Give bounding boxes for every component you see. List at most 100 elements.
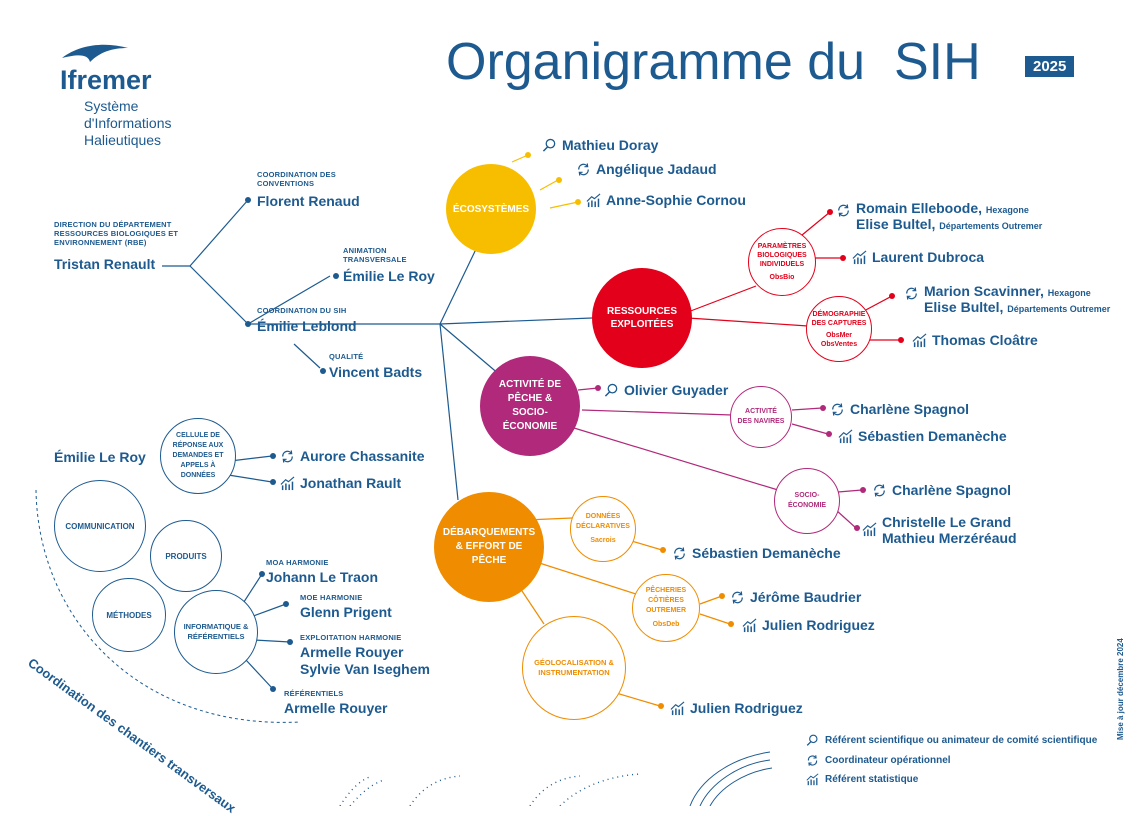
node-dot [840, 255, 846, 261]
bar-chart-icon [280, 476, 295, 491]
circle-label: Géolocalisation & instrumentation [534, 658, 614, 677]
person-name: Sébastien Demanèche [692, 545, 841, 561]
circle-produits: Produits [150, 520, 222, 592]
person-name: Jonathan Rault [300, 475, 402, 491]
node-dot [827, 209, 833, 215]
circle-ecosystemes: Écosystèmes [446, 164, 536, 254]
person-cornou: Anne-Sophie Cornou [586, 192, 746, 208]
moe-role: MOE Harmonie [300, 593, 363, 602]
legend-statistical: Référent statistique [806, 773, 918, 786]
person-scavinner: Marion Scavinner, Hexagone Elise Bultel,… [904, 283, 1110, 315]
qualite-name: Vincent Badts [329, 364, 423, 380]
circle-label: Activité des navires [737, 408, 785, 425]
legend-label: Coordinateur opérationnel [825, 755, 951, 766]
org-name: Système d'Informations Halieutiques [60, 98, 172, 149]
bar-chart-icon [806, 773, 819, 786]
circle-label: Activité de pêche & socio-économie [498, 379, 562, 432]
circle-label: Méthodes [106, 610, 152, 620]
node-dot [245, 197, 251, 203]
person-demaneche-1: Sébastien Demanèche [838, 428, 1007, 444]
node-dot [898, 337, 904, 343]
bar-chart-icon [742, 618, 757, 633]
legend-label: Référent scientifique ou animateur de co… [825, 735, 1098, 746]
circle-parametres: Paramètres biologiques individuels ObsBi… [748, 228, 816, 296]
circle-sublabel: ObsMer [825, 331, 853, 339]
bar-chart-icon [912, 333, 927, 348]
person-name: Aurore Chassanite [300, 448, 425, 464]
cycle-arrows-icon [280, 449, 295, 464]
person-name: Laurent Dubroca [872, 249, 985, 265]
person-elleboode: Romain Elleboode, Hexagone Elise Bultel,… [836, 200, 1042, 232]
exploit-name: Sylvie Van Iseghem [300, 661, 430, 677]
node-dot [525, 152, 531, 158]
circle-sublabel: ObsBio [769, 274, 795, 281]
circle-label: Cellule de réponse aux demandes et appel… [172, 432, 224, 479]
circle-debarquements: Débarquements & effort de pêche [434, 492, 544, 602]
legend-label: Référent statistique [825, 774, 919, 785]
cycle-arrows-icon [872, 483, 887, 498]
node-dot [259, 571, 265, 577]
person-spagnol-2: Charlène Spagnol [872, 482, 1011, 498]
circle-geoloc: Géolocalisation & instrumentation [522, 616, 626, 720]
person-jadaud: Angélique Jadaud [576, 161, 717, 177]
cycle-arrows-icon [730, 590, 745, 605]
legend-scientific: Référent scientifique ou animateur de co… [806, 734, 1097, 747]
person-name: Julien Rodriguez [762, 617, 875, 633]
node-dot [245, 321, 251, 327]
person-demaneche-2: Sébastien Demanèche [672, 545, 841, 561]
node-dot [270, 686, 276, 692]
org-line: Système [84, 98, 139, 114]
circle-socio: Socio-économie [774, 468, 840, 534]
cycle-arrows-icon [830, 402, 845, 417]
person-doray: Mathieu Doray [542, 137, 658, 153]
node-dot [728, 621, 734, 627]
circle-sublabel: ObsDeb [652, 621, 680, 628]
circle-label: Écosystèmes [452, 203, 530, 215]
person-name: Mathieu Doray [562, 137, 659, 153]
legend-operational: Coordinateur opérationnel [806, 754, 951, 767]
person-rodriguez-2: Julien Rodriguez [670, 700, 803, 716]
node-dot [283, 601, 289, 607]
moa-name: Johann Le Traon [266, 569, 379, 585]
circle-donnees: Données déclaratives Sacrois [570, 496, 636, 562]
person-dubroca: Laurent Dubroca [852, 249, 984, 265]
node-dot [820, 405, 826, 411]
update-note: Mise à jour décembre 2024 [1116, 638, 1125, 740]
circle-demographie: Démographie des captures ObsMer ObsVente… [806, 296, 872, 362]
person-rodriguez-1: Julien Rodriguez [742, 617, 875, 633]
circle-label: Produits [165, 551, 207, 561]
cycle-arrows-icon [672, 546, 687, 561]
ref-name: Armelle Rouyer [284, 700, 388, 716]
page-title: Organigramme du SIH [446, 33, 981, 91]
node-dot [854, 525, 860, 531]
person-baudrier: Jérôme Baudrier [730, 589, 861, 605]
cycle-arrows-icon [836, 203, 851, 218]
circle-label: Ressources exploitées [606, 306, 677, 330]
node-dot [719, 593, 725, 599]
person-name: Mathieu Merzéréaud [882, 530, 1017, 546]
circle-label: Pêcheries côtières outremer [645, 587, 687, 614]
circle-label: Démographie des captures [811, 310, 867, 327]
node-dot [889, 293, 895, 299]
person-name: Charlène Spagnol [892, 482, 1012, 498]
magnifier-icon [604, 383, 619, 398]
person-cloatre: Thomas Cloâtre [912, 332, 1038, 348]
circle-informatique: Informatique & référentiels [174, 590, 258, 674]
person-name: Romain Elleboode [856, 200, 979, 216]
direction-name: Tristan Renault [54, 256, 156, 272]
coord-sih-role: Coordination du SIH [257, 306, 347, 315]
person-guyader: Olivier Guyader [604, 382, 728, 398]
ref-role: Référentiels [284, 689, 344, 698]
circle-activite-navires: Activité des navires [730, 386, 792, 448]
person-note: Hexagone [1047, 288, 1091, 298]
magnifier-icon [806, 734, 819, 747]
cycle-arrows-icon [806, 754, 819, 767]
person-name: Jérôme Baudrier [750, 589, 862, 605]
bar-chart-icon [862, 522, 877, 537]
conventions-name: Florent Renaud [257, 193, 360, 209]
circle-sublabel: ObsVentes [820, 340, 858, 348]
person-name: Marion Scavinner [924, 283, 1040, 299]
person-spagnol-1: Charlène Spagnol [830, 401, 969, 417]
node-dot [595, 385, 601, 391]
year-badge: 2025 [1025, 56, 1075, 77]
